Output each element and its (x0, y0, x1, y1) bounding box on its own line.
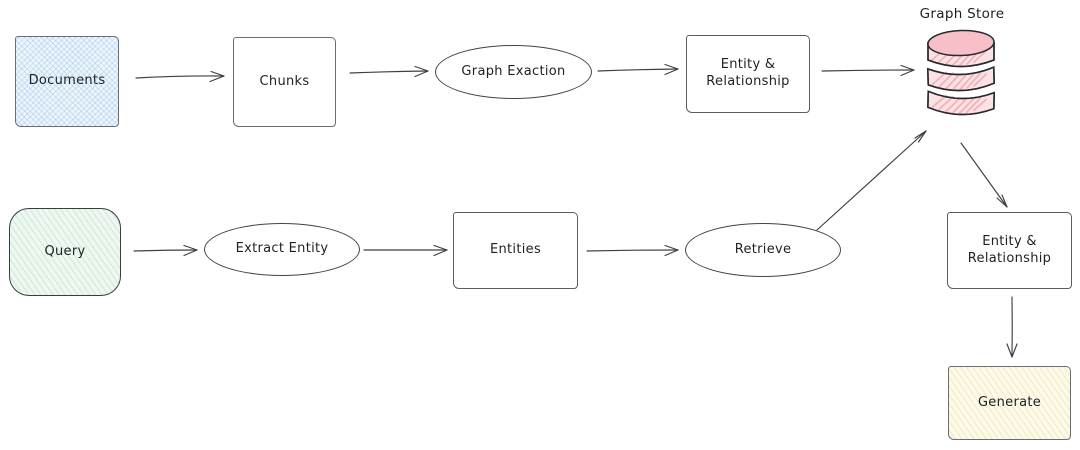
node-generate: Generate (948, 366, 1071, 440)
node-graph-store (922, 26, 1000, 126)
node-entity-relationship-query-label: Entity & Relationship (967, 233, 1052, 266)
node-chunks-label: Chunks (259, 73, 310, 89)
edge-er-ingest-to-graph-store (821, 64, 915, 77)
node-retrieve: Retrieve (685, 223, 841, 277)
node-extract-entity-label: Extract Entity (235, 241, 329, 257)
node-entity-relationship-ingest-label: Entity & Relationship (706, 57, 790, 89)
node-graph-extraction: Graph Exaction (435, 45, 592, 99)
node-query-label: Query (44, 243, 86, 259)
node-graph-extraction-label: Graph Exaction (461, 63, 566, 79)
edge-retrieve-to-graph-store (816, 130, 927, 231)
database-icon (927, 29, 995, 116)
node-entities: Entities (453, 212, 578, 289)
edge-extract-entity-to-entities (363, 244, 448, 257)
edge-documents-to-chunks (135, 70, 225, 83)
node-extract-entity: Extract Entity (204, 223, 360, 276)
node-documents-label: Documents (28, 73, 106, 89)
node-retrieve-label: Retrieve (734, 241, 792, 257)
node-entity-relationship-ingest: Entity & Relationship (686, 35, 810, 113)
edge-chunks-to-graph-extraction (349, 65, 429, 78)
edge-entities-to-retrieve (586, 244, 679, 257)
node-chunks: Chunks (233, 37, 336, 127)
edge-graph-extraction-to-er-ingest (597, 63, 679, 76)
node-entities-label: Entities (489, 242, 542, 258)
node-query: Query (9, 208, 121, 296)
node-entity-relationship-query: Entity & Relationship (947, 212, 1072, 289)
node-generate-label: Generate (977, 394, 1042, 410)
graph-store-label: Graph Store (919, 6, 1005, 22)
edge-er-query-to-generate (1006, 296, 1018, 358)
node-documents: Documents (15, 36, 119, 127)
edge-query-to-extract-entity (133, 244, 198, 257)
edge-graph-store-to-er-query (960, 142, 1008, 208)
